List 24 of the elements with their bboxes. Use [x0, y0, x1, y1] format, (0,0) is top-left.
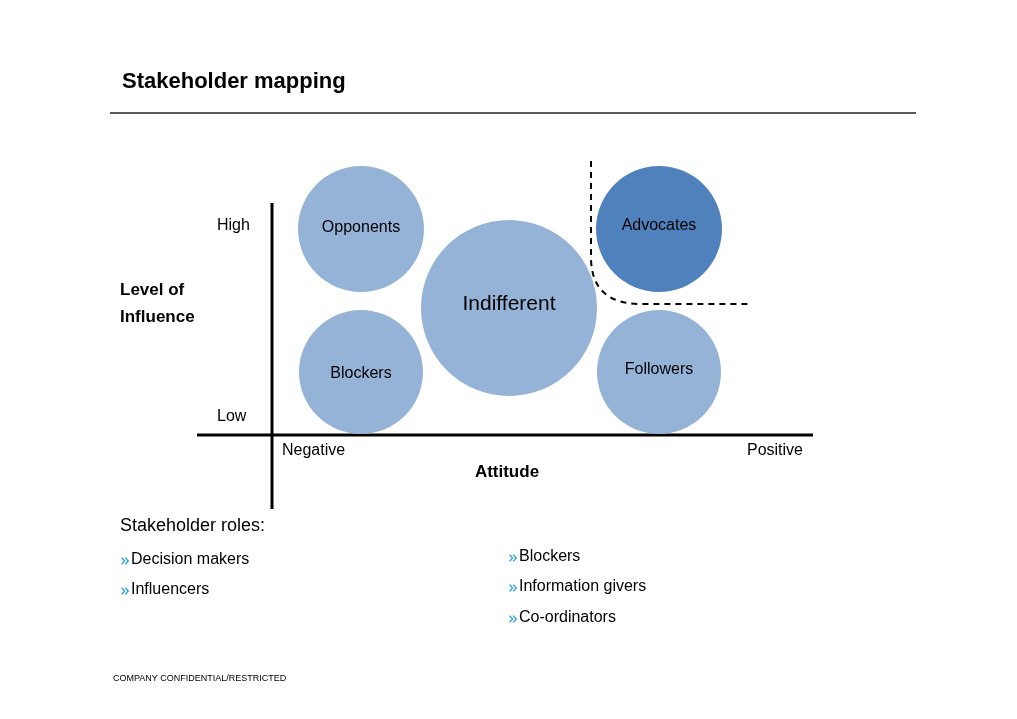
- bubble-label: Indifferent: [462, 290, 556, 316]
- list-item: Co-ordinators: [519, 608, 616, 627]
- stakeholder-bubble: [421, 220, 597, 396]
- list-item: Influencers: [131, 580, 210, 599]
- title: Stakeholder mapping: [122, 68, 346, 94]
- list-item: Decision makers: [131, 550, 250, 569]
- bubble-label: Advocates: [621, 215, 697, 235]
- axis-label: High: [217, 216, 250, 235]
- bubble-label: Followers: [624, 359, 694, 379]
- stakeholder-bubble: [596, 166, 722, 292]
- axis-label: Low: [217, 407, 247, 426]
- bubble-label: Blockers: [330, 363, 392, 383]
- stakeholder-bubble: [597, 310, 721, 434]
- list-item: Information givers: [519, 577, 647, 596]
- axis-label: Negative: [282, 441, 346, 460]
- bubble-label: Opponents: [321, 217, 401, 237]
- stakeholder-bubble: [299, 310, 423, 434]
- axis-title: Level of Influence: [120, 279, 196, 328]
- footer-note: COMPANY CONFIDENTIAL/RESTRICTED: [113, 673, 287, 684]
- list-item: Blockers: [519, 547, 581, 566]
- section-heading: Stakeholder roles:: [120, 515, 266, 536]
- axis-label: Positive: [746, 441, 803, 460]
- stakeholder-bubble: [298, 166, 424, 292]
- axis-title: Attitude: [474, 462, 540, 482]
